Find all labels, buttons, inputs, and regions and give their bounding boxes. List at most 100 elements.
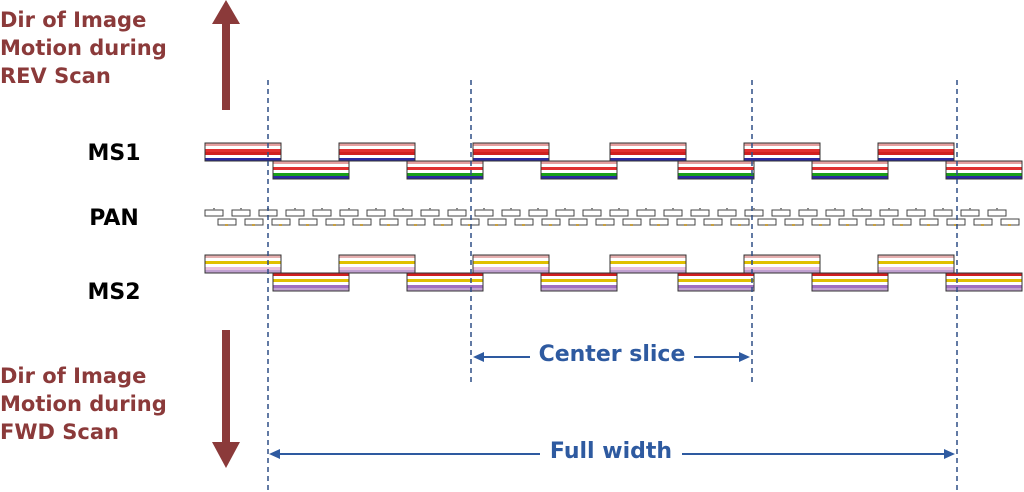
- pan-detector-bottom-dot-20: [738, 224, 741, 226]
- ms2-detector-top-5: [743, 254, 821, 274]
- pan-detector-bottom-dot-16: [630, 224, 633, 226]
- ms2-detector-bottom-5: [811, 272, 889, 292]
- pan-detector-bottom-dot-29: [981, 224, 984, 226]
- pan-detector-top-dot-9: [429, 208, 431, 210]
- pan-detector-top-dot-6: [348, 208, 350, 210]
- ms1-detector-bottom-3: [540, 160, 618, 180]
- pan-detector-top-16: [609, 209, 629, 217]
- pan-detector-top-dot-23: [807, 208, 809, 210]
- ms1-detector-top-3: [472, 142, 550, 162]
- pan-detector-top-dot-10: [456, 208, 458, 210]
- pan-detector-top-29: [960, 209, 980, 217]
- pan-detector-top-6: [339, 209, 359, 217]
- ms2-detector-top-4: [609, 254, 687, 274]
- full-width-label: Full width: [540, 439, 682, 464]
- pan-detector-top-15: [582, 209, 602, 217]
- pan-detector-top-dot-22: [780, 208, 782, 210]
- pan-detector-row: [204, 208, 1020, 226]
- fwd-direction-line-1: Dir of Image: [0, 364, 147, 388]
- ms1-detector-top-5: [743, 142, 821, 162]
- pan-detector-top-dot-14: [564, 208, 566, 210]
- pan-detector-top-dot-2: [240, 208, 242, 210]
- pan-detector-top-22: [771, 209, 791, 217]
- pan-detector-bottom-dot-21: [765, 224, 768, 226]
- pan-detector-bottom-dot-3: [279, 224, 282, 226]
- ms1-label: MS1: [87, 141, 141, 166]
- pan-detector-bottom-dot-28: [954, 224, 957, 226]
- pan-detector-bottom-dot-22: [792, 224, 795, 226]
- pan-detector-top-26: [879, 209, 899, 217]
- pan-detector-top-13: [528, 209, 548, 217]
- pan-detector-bottom-dot-19: [711, 224, 714, 226]
- ms2-detector-bottom-6: [945, 272, 1023, 292]
- ms2-label: MS2: [87, 280, 141, 305]
- rev-direction-line-1: Dir of Image: [0, 8, 147, 32]
- pan-detector-top-dot-12: [510, 208, 512, 210]
- ms2-detector-top-6: [877, 254, 955, 274]
- pan-detector-bottom-dot-27: [927, 224, 930, 226]
- ms1-detector-top-1: [204, 142, 282, 162]
- ms1-detector-top-2: [338, 142, 416, 162]
- pan-detector-top-25: [852, 209, 872, 217]
- pan-detector-top-8: [393, 209, 413, 217]
- ms1-detector-top-6: [877, 142, 955, 162]
- pan-detector-bottom-dot-26: [900, 224, 903, 226]
- pan-detector-top-dot-18: [672, 208, 674, 210]
- pan-detector-top-dot-11: [483, 208, 485, 210]
- pan-detector-top-4: [285, 209, 305, 217]
- pan-detector-top-dot-26: [888, 208, 890, 210]
- rev-direction-line-2: Motion during: [0, 36, 167, 60]
- pan-detector-top-2: [231, 209, 251, 217]
- pan-detector-bottom-dot-14: [576, 224, 579, 226]
- center-slice-arrowhead-left: [473, 352, 484, 362]
- ms1-detector-bottom-4: [677, 160, 755, 180]
- pan-detector-top-9: [420, 209, 440, 217]
- pan-detector-top-dot-7: [375, 208, 377, 210]
- pan-detector-top-27: [906, 209, 926, 217]
- pan-detector-bottom-dot-11: [495, 224, 498, 226]
- pan-detector-top-dot-25: [861, 208, 863, 210]
- pan-detector-bottom-dot-30: [1008, 224, 1011, 226]
- ms2-detector-top-3: [472, 254, 550, 274]
- pan-detector-top-21: [744, 209, 764, 217]
- pan-detector-top-dot-24: [834, 208, 836, 210]
- fwd-direction-label: Dir of Image Motion during FWD Scan: [0, 362, 200, 446]
- ms2-detector-top-1: [204, 254, 282, 274]
- center-slice-label: Center slice: [530, 342, 694, 367]
- rev-arrow-icon: [212, 0, 240, 110]
- pan-detector-bottom-dot-1: [225, 224, 228, 226]
- full-width-arrowhead-right: [944, 449, 955, 459]
- pan-detector-top-dot-27: [915, 208, 917, 210]
- fwd-direction-line-2: Motion during: [0, 392, 167, 416]
- ms1-detector-bottom-1: [272, 160, 350, 180]
- pan-detector-top-12: [501, 209, 521, 217]
- pan-detector-top-24: [825, 209, 845, 217]
- pan-detector-bottom-dot-9: [441, 224, 444, 226]
- pan-detector-bottom-dot-2: [252, 224, 255, 226]
- pan-detector-bottom-dot-7: [387, 224, 390, 226]
- pan-detector-bottom-dot-24: [846, 224, 849, 226]
- pan-detector-top-17: [636, 209, 656, 217]
- ms2-detector-bottom-3: [540, 272, 618, 292]
- pan-detector-bottom-dot-8: [414, 224, 417, 226]
- pan-detector-top-dot-8: [402, 208, 404, 210]
- pan-detector-top-28: [933, 209, 953, 217]
- pan-detector-top-23: [798, 209, 818, 217]
- ms2-detector-bottom-4: [677, 272, 755, 292]
- pan-detector-top-dot-20: [726, 208, 728, 210]
- pan-detector-top-dot-5: [321, 208, 323, 210]
- pan-detector-top-dot-1: [213, 208, 215, 210]
- full-width-arrowhead-left: [269, 449, 280, 459]
- fwd-arrow-icon: [212, 330, 240, 468]
- fwd-direction-line-3: FWD Scan: [0, 420, 119, 444]
- pan-label: PAN: [89, 206, 139, 231]
- pan-detector-bottom-dot-6: [360, 224, 363, 226]
- pan-detector-top-dot-29: [969, 208, 971, 210]
- pan-detector-bottom-dot-12: [522, 224, 525, 226]
- pan-detector-top-20: [717, 209, 737, 217]
- ms2-detector-bottom-2: [406, 272, 484, 292]
- pan-detector-top-dot-21: [753, 208, 755, 210]
- pan-detector-top-dot-19: [699, 208, 701, 210]
- pan-detector-bottom-dot-18: [684, 224, 687, 226]
